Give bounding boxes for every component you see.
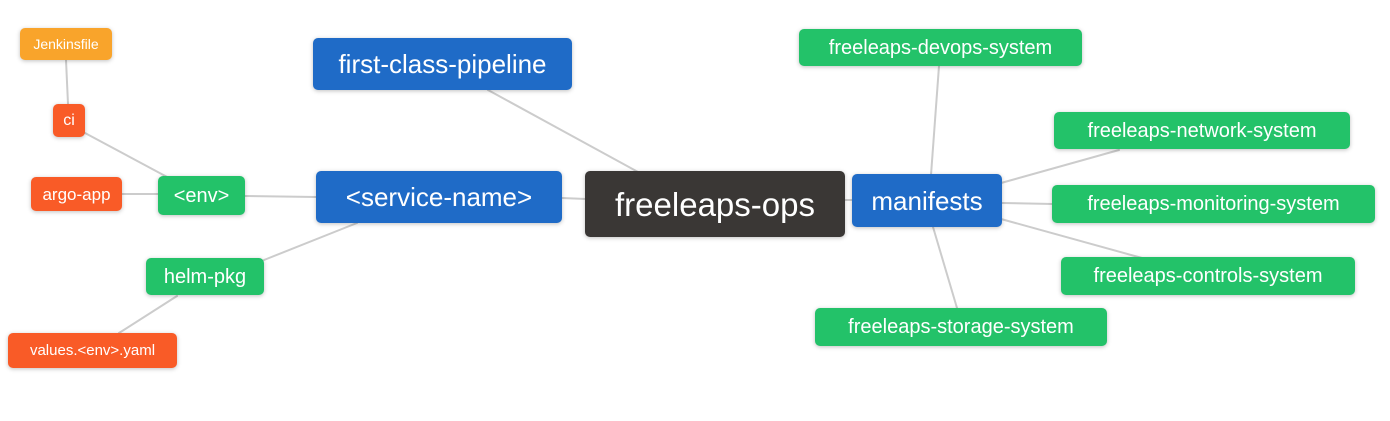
node-jenkinsfile[interactable]: Jenkinsfile [20,28,112,60]
edge-values-yaml-helm-pkg [118,295,178,334]
node-argo-app[interactable]: argo-app [31,177,122,211]
edge-helm-pkg-service-name [263,222,358,261]
edge-manifests-monitoring [1001,202,1054,205]
node-freeleaps-devops-system[interactable]: freeleaps-devops-system [799,29,1082,66]
node-values-env-yaml[interactable]: values.<env>.yaml [8,333,177,368]
node-manifests[interactable]: manifests [852,174,1002,227]
edge-pipeline-freeleaps-ops [487,89,639,173]
edge-env-service-name [244,195,317,198]
node-freeleaps-storage-system[interactable]: freeleaps-storage-system [815,308,1107,346]
node-freeleaps-network-system[interactable]: freeleaps-network-system [1054,112,1350,149]
edge-service-freeleaps-ops [561,197,587,200]
edge-manifests-controls [1000,218,1143,259]
node-first-class-pipeline[interactable]: first-class-pipeline [313,38,572,90]
node-env[interactable]: <env> [158,176,245,215]
node-freeleaps-monitoring-system[interactable]: freeleaps-monitoring-system [1052,185,1375,223]
node-helm-pkg[interactable]: helm-pkg [146,258,264,295]
node-freeleaps-ops[interactable]: freeleaps-ops [585,171,845,237]
node-service-name[interactable]: <service-name> [316,171,562,223]
node-freeleaps-controls-system[interactable]: freeleaps-controls-system [1061,257,1355,295]
edge-manifests-network [1000,149,1120,184]
node-ci[interactable]: ci [53,104,85,137]
edge-ci-env [84,132,170,179]
edge-jenkinsfile-ci [65,59,69,105]
edge-manifests-devops [930,65,940,176]
edge-manifests-storage [932,226,958,309]
